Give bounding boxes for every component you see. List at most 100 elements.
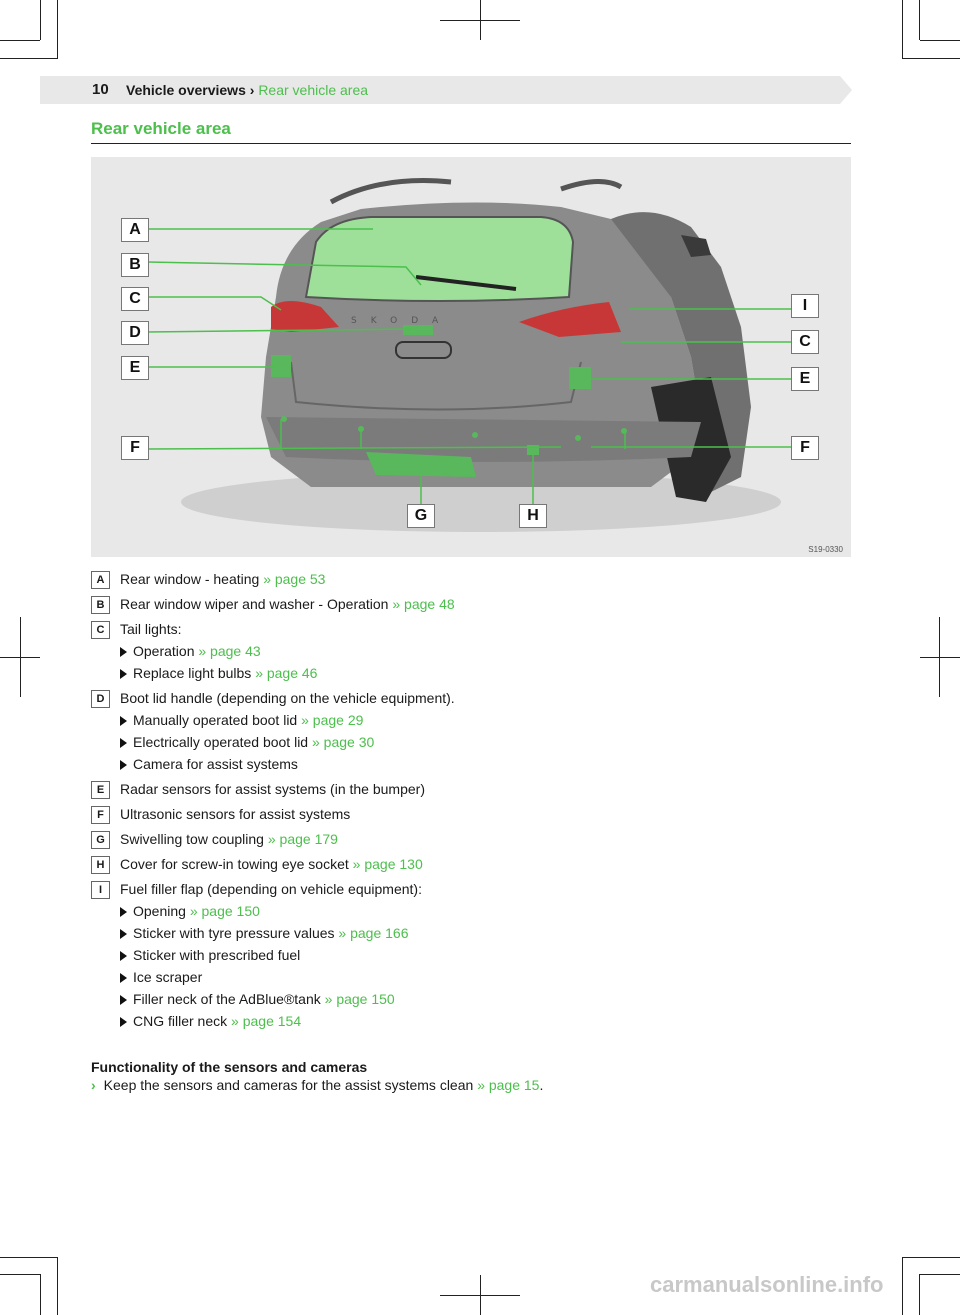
crop-mark [902,1257,960,1258]
triangle-bullet-icon [120,995,127,1005]
functionality-end: . [539,1077,543,1093]
figure-code: S19-0330 [808,545,843,554]
legend-item-text: Cover for screw-in towing eye socket [120,856,349,872]
page-reference-link[interactable]: » page 15 [477,1077,539,1093]
triangle-bullet-icon [120,647,127,657]
page-reference-link[interactable]: » page 150 [190,903,260,919]
legend-subitem: Sticker with tyre pressure values » page… [120,923,851,943]
legend-key-badge: B [91,596,110,614]
legend-subitem-text: Electrically operated boot lid [133,734,308,750]
crop-mark [919,1274,920,1315]
legend-item-line: Boot lid handle (depending on the vehicl… [120,688,851,708]
crop-mark [939,617,940,697]
legend-key-badge: C [91,621,110,639]
callout-label: C [121,287,149,311]
page-reference-link[interactable]: » page 30 [312,734,374,750]
legend-key-badge: F [91,806,110,824]
legend-item: F Ultrasonic sensors for assist systems [91,804,851,824]
triangle-bullet-icon [120,1017,127,1027]
breadcrumb-section[interactable]: Vehicle overviews [126,82,246,98]
page-reference-link[interactable]: » page 29 [301,712,363,728]
page-reference-link[interactable]: » page 43 [198,643,260,659]
page-title: Rear vehicle area [91,119,231,139]
page-reference-link[interactable]: » page 53 [263,571,325,587]
legend-item-text: Swivelling tow coupling [120,831,264,847]
callout-label: E [791,367,819,391]
legend-item-text: Fuel filler flap (depending on vehicle e… [120,881,422,897]
legend-item: H Cover for screw-in towing eye socket » … [91,854,851,874]
breadcrumb-separator: › [250,82,255,98]
vehicle-rear-figure: SKODA [91,157,851,557]
crop-mark [0,58,58,59]
crop-mark [480,0,481,40]
crop-mark [919,0,920,40]
triangle-bullet-icon [120,951,127,961]
callout-label: F [121,436,149,460]
legend-subitem-text: Camera for assist systems [133,756,298,772]
page-reference-link[interactable]: » page 150 [325,991,395,1007]
callout-label: A [121,218,149,242]
page-reference-link[interactable]: » page 179 [268,831,338,847]
legend-subitem: Filler neck of the AdBlue®tank » page 15… [120,989,851,1009]
crop-mark [920,657,960,658]
legend-subitem-text: Filler neck of the AdBlue®tank [133,991,321,1007]
crop-mark [920,40,960,41]
legend-item: A Rear window - heating » page 53 [91,569,851,589]
legend-item-line: Swivelling tow coupling » page 179 [120,829,851,849]
legend-item-text: Radar sensors for assist systems (in the… [120,781,425,797]
legend-subitem: Opening » page 150 [120,901,851,921]
legend-subitem-text: Operation [133,643,194,659]
triangle-bullet-icon [120,973,127,983]
chevron-right-icon: › [91,1077,96,1093]
page-reference-link[interactable]: » page 46 [255,665,317,681]
legend-item-line: Rear window - heating » page 53 [120,569,851,589]
legend-subitem-text: Sticker with prescribed fuel [133,947,300,963]
legend-item-text: Boot lid handle (depending on the vehicl… [120,690,455,706]
legend-subitem-text: Opening [133,903,186,919]
svg-text:SKODA: SKODA [351,316,452,326]
crop-mark [902,58,960,59]
legend-subitem-text: CNG filler neck [133,1013,227,1029]
crop-mark [902,1257,903,1315]
page-reference-link[interactable]: » page 48 [392,596,454,612]
functionality-note: › Keep the sensors and cameras for the as… [91,1077,543,1093]
legend-key-badge: H [91,856,110,874]
legend-subitem-text: Sticker with tyre pressure values [133,925,335,941]
callout-label: E [121,356,149,380]
callout-label: B [121,253,149,277]
page-reference-link[interactable]: » page 154 [231,1013,301,1029]
title-divider [91,143,851,144]
legend-subitem: Manually operated boot lid » page 29 [120,710,851,730]
legend-item: DBoot lid handle (depending on the vehic… [91,688,851,774]
crop-mark [40,0,41,40]
functionality-text: Keep the sensors and cameras for the ass… [104,1077,474,1093]
legend-subitem-text: Manually operated boot lid [133,712,297,728]
page-number: 10 [92,81,109,98]
legend-item-text: Rear window - heating [120,571,259,587]
legend-subitem: CNG filler neck » page 154 [120,1011,851,1031]
triangle-bullet-icon [120,738,127,748]
callout-label: F [791,436,819,460]
legend-item-text: Ultrasonic sensors for assist systems [120,806,350,822]
legend-item-line: Radar sensors for assist systems (in the… [120,779,851,799]
legend-item-text: Rear window wiper and washer - Operation [120,596,388,612]
legend-item: C Tail lights: Operation » page 43 Replace … [91,619,851,683]
legend-item-line: Cover for screw-in towing eye socket » p… [120,854,851,874]
page-reference-link[interactable]: » page 166 [338,925,408,941]
triangle-bullet-icon [120,760,127,770]
car-rear-illustration: SKODA [91,157,851,557]
breadcrumb-current: Rear vehicle area [258,82,368,98]
crop-mark [57,0,58,58]
legend-subitem: Ice scraper [120,967,851,987]
crop-mark [902,0,903,58]
crop-mark [40,1274,41,1315]
header-arrow [840,76,852,104]
page-reference-link[interactable]: » page 130 [353,856,423,872]
callout-label: C [791,330,819,354]
legend-subitem: Replace light bulbs » page 46 [120,663,851,683]
legend-item-line: Tail lights: [120,619,851,639]
legend-key-badge: A [91,571,110,589]
crop-mark [480,1275,481,1315]
legend-subitem-text: Replace light bulbs [133,665,251,681]
functionality-heading: Functionality of the sensors and cameras [91,1059,367,1075]
